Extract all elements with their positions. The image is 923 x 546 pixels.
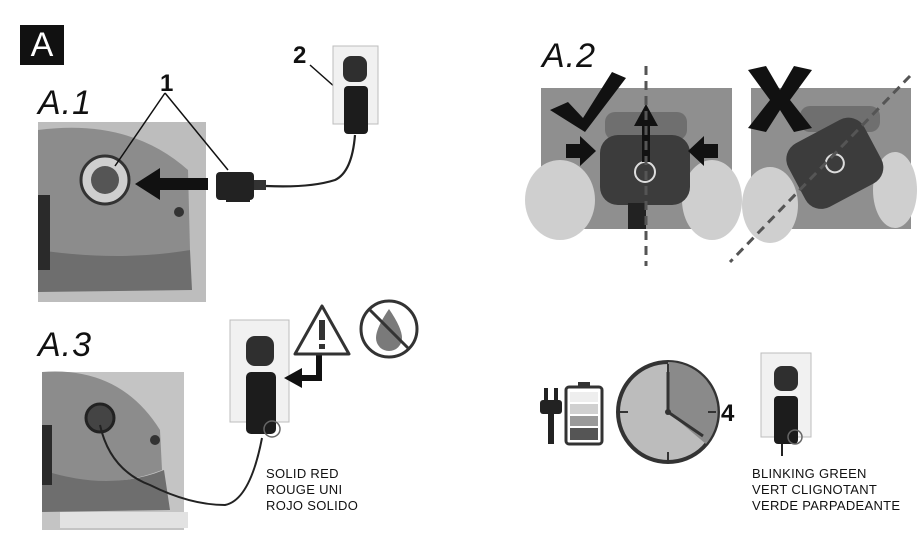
plug-in-arrow [300, 350, 322, 381]
step-label-a3: A.3 [38, 326, 93, 364]
status-caption-blinking-green: BLINKING GREEN VERT CLIGNOTANT VERDE PAR… [752, 466, 900, 514]
step-label-a2: A.2 [542, 37, 597, 75]
indicator-light-green [787, 429, 803, 445]
clock-icon [616, 360, 720, 464]
step-label-a1: A.1 [38, 84, 93, 122]
device-photo-a3 [42, 371, 188, 530]
charger-connector [216, 172, 266, 202]
status-text-en: SOLID RED [266, 466, 339, 481]
wall-outlet-a3 [229, 319, 290, 438]
device-photo-a1 [38, 122, 206, 302]
status-text-en: BLINKING GREEN [752, 466, 867, 481]
squeeze-arrow-right [688, 136, 718, 166]
status-text-fr: ROUGE UNI [266, 482, 343, 497]
status-text-fr: VERT CLIGNOTANT [752, 482, 878, 497]
insert-arrow [135, 168, 208, 200]
warning-triangle-icon [293, 304, 351, 356]
callout-1: 1 [160, 70, 174, 97]
status-text-es: ROJO SOLIDO [266, 498, 359, 513]
wall-outlet-charging [760, 352, 812, 456]
status-caption-solid-red: SOLID RED ROUGE UNI ROJO SOLIDO [266, 466, 358, 514]
status-text-es: VERDE PARPADEANTE [752, 498, 901, 513]
no-water-icon [359, 299, 419, 359]
plug-icon [540, 388, 562, 444]
wall-outlet-a1 [332, 45, 379, 134]
battery-icon [564, 382, 604, 446]
x-mark-icon [748, 66, 812, 132]
section-badge: A [20, 25, 64, 65]
check-mark-icon [550, 72, 626, 132]
squeeze-arrow-left [566, 136, 596, 166]
indicator-light-red [263, 420, 281, 438]
callout-4: 4 [721, 400, 735, 427]
callout-2: 2 [293, 42, 307, 69]
